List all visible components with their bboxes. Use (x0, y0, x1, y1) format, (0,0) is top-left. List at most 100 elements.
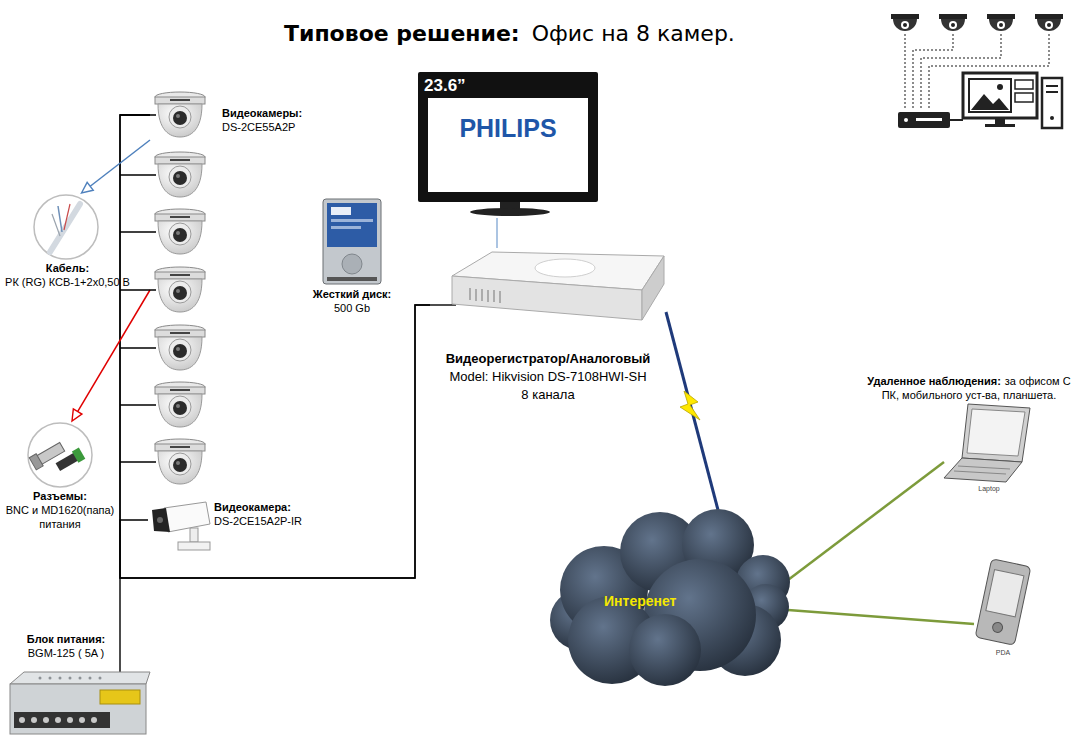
system-icon (939, 14, 967, 31)
laptop-art (944, 458, 1022, 482)
camera-wires (120, 174, 156, 175)
system-icon (1015, 80, 1033, 89)
node-text: DS-2CE15A2P-IR (214, 514, 303, 528)
pda-node: PDA (974, 556, 1032, 657)
pda-art (975, 559, 1031, 646)
node-heading: Интеренет (604, 593, 788, 610)
laptop-art (967, 409, 1025, 456)
connector-line (788, 462, 944, 580)
hard-disk-art (331, 219, 373, 222)
connector-picture (28, 423, 92, 487)
power-supply-art (10, 684, 146, 734)
camera-group: Видеокамеры:DS-2CE55A2P (150, 92, 305, 488)
system-icon (997, 84, 1003, 90)
system-icon (916, 118, 942, 121)
pda-art (986, 570, 1024, 617)
connector-line (90, 140, 150, 186)
power-supply-art (14, 712, 110, 728)
system-icon (1046, 91, 1058, 93)
node-heading: 23.6” (418, 72, 598, 96)
system-icon (963, 73, 1037, 118)
dvr-art (469, 288, 471, 300)
camera-wires (120, 114, 156, 115)
laptop-art (962, 404, 1030, 462)
power-supply-art (99, 677, 102, 680)
connector-line (788, 610, 974, 624)
connector (72, 290, 150, 421)
node-heading: Видеокамера: (214, 500, 303, 514)
hard-disk-art (323, 199, 381, 284)
monitor-art (418, 72, 598, 216)
bolt (680, 391, 700, 420)
connector (788, 462, 944, 580)
node-text: BNC и MD1620(папа) питания (4, 503, 116, 531)
node-text: 8 канала (434, 386, 662, 404)
connector-picture (28, 423, 92, 487)
dome-cameras (155, 209, 205, 254)
camera-wires (120, 115, 456, 676)
power-supply-art (19, 717, 97, 723)
camera-wires (120, 231, 156, 232)
monitor-art (428, 98, 588, 192)
dvr-art (493, 290, 495, 302)
system-icon (891, 14, 919, 31)
connector-line (120, 115, 150, 632)
monitor-node: 23.6” PHILIPS (418, 72, 598, 218)
bolt (680, 391, 700, 420)
camera-wires (120, 404, 156, 405)
arrow-head (82, 182, 94, 193)
node-text: Model: Hikvision DS-7108HWI-SH (434, 368, 662, 386)
connector (120, 305, 430, 578)
connector-line (120, 115, 430, 578)
internet-cloud-art (550, 509, 790, 686)
connector-callout: Разъемы:BNC и MD1620(папа) питания (2, 421, 118, 533)
power-supply-art (31, 717, 37, 723)
power-supply-art (39, 677, 42, 680)
dvr-art (452, 276, 642, 320)
laptop-node: Laptop (944, 400, 1034, 493)
connector-picture (72, 448, 85, 463)
dvr-node: Видеорегистратор/АналоговыйModel: Hikvis… (430, 248, 666, 406)
dvr-art (452, 252, 664, 320)
node-text: РК (RG) КСВ-1+2х0,50 В (5, 275, 130, 289)
hard-disk-art (331, 226, 361, 229)
power-supply-art (43, 717, 49, 723)
laptop-art (944, 404, 1030, 482)
cable-picture (58, 206, 62, 232)
connector-line (120, 305, 430, 578)
dome-cameras (155, 382, 205, 427)
power-supply-art (19, 717, 25, 723)
system-icon (995, 118, 1005, 124)
dome-cameras (155, 267, 205, 312)
pda-art (975, 559, 1031, 646)
bullet-camera: Видеокамера:DS-2CE15A2P-IR (148, 497, 305, 555)
node-heading: Laptop (944, 484, 1034, 493)
node-heading: Видеокамеры: (222, 106, 303, 120)
internet-cloud-art (629, 614, 701, 686)
power-supply-art (55, 717, 61, 723)
dome-cameras (155, 92, 205, 484)
hard-disk-art (323, 199, 381, 284)
hard-disk-art (342, 254, 362, 274)
title-row: Типовое решение:Офис на 8 камер. (284, 20, 735, 48)
monitor-art (500, 202, 520, 209)
system-icon (1042, 78, 1062, 128)
node-text: PHILIPS (418, 114, 598, 143)
remote-note: Удаленное наблюдения:за офисом С ПК, моб… (866, 374, 1072, 402)
system-icon (898, 112, 950, 128)
node-text: BGM-125 ( 5A ) (10, 646, 122, 660)
cable-picture (34, 195, 98, 259)
cable-picture (34, 195, 98, 259)
bullet-camera-art (152, 502, 210, 550)
node-heading: Видеорегистратор/Аналоговый (434, 350, 662, 368)
system-icon (985, 124, 1015, 127)
system-icon (1035, 14, 1063, 31)
cable-picture (50, 204, 80, 252)
power-supply-art (91, 717, 97, 723)
bullet-camera-art (164, 502, 210, 532)
pda-art (992, 622, 1004, 634)
dvr-art (642, 256, 664, 320)
power-supply: Блок питания:BGM-125 ( 5A ) (6, 632, 152, 730)
node-heading: Кабель: (5, 261, 130, 275)
laptop-art (954, 471, 1006, 474)
